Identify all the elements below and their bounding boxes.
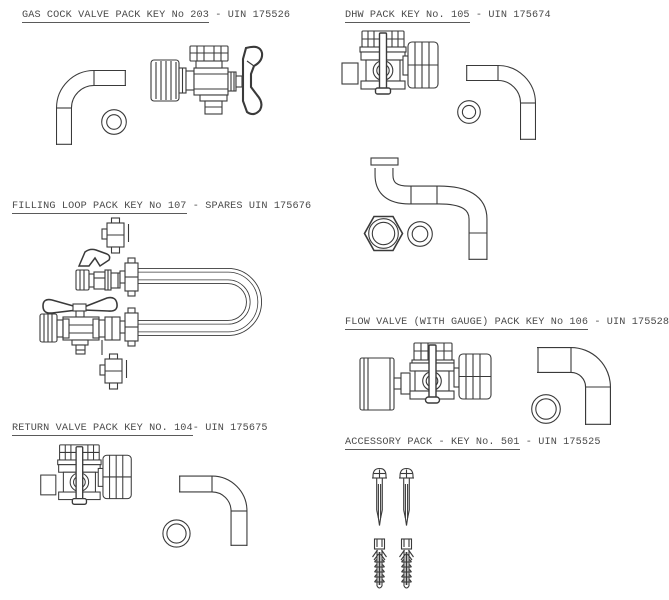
title-uin: - UIN 175525 <box>519 437 601 448</box>
compression-nut-icon <box>75 269 90 291</box>
wall-plug-drawing <box>399 538 414 589</box>
screw-drawing <box>399 467 414 526</box>
washer-drawing <box>457 100 481 124</box>
pipe-elbow-drawing <box>466 65 536 140</box>
washer-drawing <box>101 109 127 135</box>
title-uin: - SPARES UIN 175676 <box>186 201 312 212</box>
butterfly-valve-drawing <box>39 296 121 355</box>
butterfly-handle-icon <box>42 298 78 314</box>
flow-valve-gauge-drawing <box>359 342 492 411</box>
flange-icon <box>370 157 399 166</box>
washer-drawing <box>407 221 433 247</box>
title-uin: - UIN 175528 <box>588 317 669 328</box>
flexible-loop-hose-drawing <box>130 268 262 336</box>
pipe-stub-icon <box>341 62 359 85</box>
hose-union-nut-drawing <box>119 307 139 347</box>
title-uin: - UIN 175526 <box>209 10 291 21</box>
small-lever-valve-drawing <box>75 248 121 291</box>
title-underlined: FLOW VALVE (WITH GAUGE) PACK KEY No 106 <box>345 317 589 330</box>
return-valve-drawing <box>40 444 132 505</box>
title-underlined: GAS COCK VALVE PACK KEY No 203 <box>22 10 210 23</box>
lever-handle-icon <box>428 344 437 400</box>
section-title-filling-loop-pack: FILLING LOOP PACK KEY No 107 - SPARES UI… <box>12 200 312 214</box>
compression-nut-icon <box>150 59 180 102</box>
title-uin: - UIN 175674 <box>469 10 551 21</box>
section-title-dhw-pack: DHW PACK KEY No. 105 - UIN 175674 <box>345 9 551 23</box>
title-uin: - UIN 175675 <box>192 423 268 434</box>
wall-plug-drawing <box>372 538 387 589</box>
tee-handle-icon <box>241 45 264 116</box>
dhw-valve-drawing <box>341 30 439 95</box>
valve-body-icon <box>193 67 229 96</box>
pipe-elbow-drawing <box>537 347 611 425</box>
washer-drawing <box>531 394 561 424</box>
title-underlined: RETURN VALVE PACK KEY NO. 104 <box>12 423 193 436</box>
lever-handle-icon <box>75 446 84 503</box>
title-underlined: DHW PACK KEY No. 105 <box>345 10 470 23</box>
plug-collar-icon <box>373 538 386 550</box>
plug-collar-icon <box>400 538 413 550</box>
washer-drawing <box>162 519 191 548</box>
section-title-accessory-pack: ACCESSORY PACK - KEY No. 501 - UIN 17552… <box>345 436 601 450</box>
pipe-elbow-drawing <box>179 475 248 546</box>
title-underlined: FILLING LOOP PACK KEY No 107 <box>12 201 187 214</box>
screw-drawing <box>372 467 387 526</box>
gas-cock-valve-drawing <box>150 45 264 116</box>
hose-union-nut-drawing <box>119 257 139 297</box>
pipe-elbow-drawing <box>56 70 126 145</box>
offset-pipe-drawing <box>370 157 488 260</box>
title-underlined: ACCESSORY PACK - KEY No. 501 <box>345 437 520 450</box>
section-title-return-valve-pack: RETURN VALVE PACK KEY NO. 104- UIN 17567… <box>12 422 268 436</box>
check-valve-fitting-drawing <box>101 217 130 254</box>
pipe-stub-icon <box>40 474 57 496</box>
section-title-gas-cock-pack: GAS COCK VALVE PACK KEY No 203 - UIN 175… <box>22 9 291 23</box>
hex-nut-drawing <box>363 215 404 252</box>
lever-handle-icon <box>378 32 388 92</box>
valve-body-icon <box>62 316 100 341</box>
check-valve-fitting-drawing <box>99 353 128 390</box>
section-title-flow-valve-pack: FLOW VALVE (WITH GAUGE) PACK KEY No 106 … <box>345 316 669 330</box>
lever-handle-icon <box>77 248 111 268</box>
pressure-gauge-icon <box>359 357 395 411</box>
